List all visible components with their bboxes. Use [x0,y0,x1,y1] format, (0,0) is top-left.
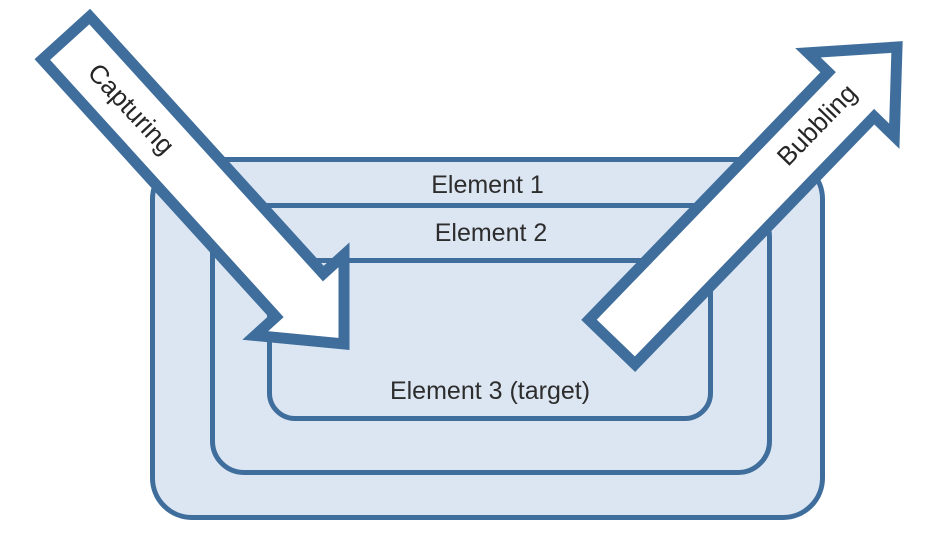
element-3-target-label: Element 3 (target) [389,377,591,405]
element-1-label: Element 1 [431,171,544,199]
element-2-label: Element 2 [434,219,548,247]
element-1-box: Element 1 Element 2 Element 3 (target) [150,157,825,520]
element-2-box: Element 2 Element 3 (target) [210,203,772,475]
capturing-label: Capturing [81,57,181,161]
element-3-target-box: Element 3 (target) [267,258,713,421]
